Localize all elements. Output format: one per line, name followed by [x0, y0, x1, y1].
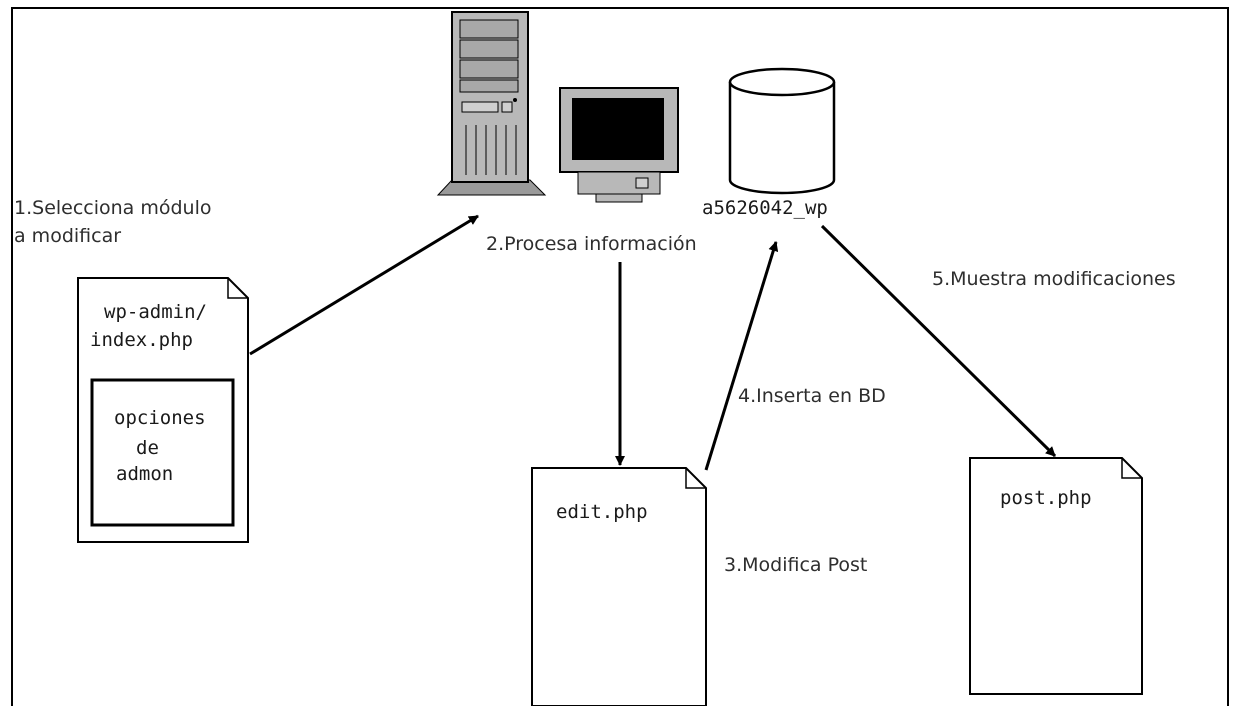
arrow-admin-to-server	[249, 214, 479, 356]
step3-label: 3.Modifica Post	[724, 554, 868, 576]
server-tower-icon	[436, 11, 547, 196]
edit-page-label: edit.php	[556, 501, 648, 523]
arrow-edit-to-database	[704, 241, 779, 471]
admin-options-label-line3: admon	[116, 463, 174, 485]
step1-label-line1: 1.Selecciona módulo	[14, 197, 212, 219]
database-name-label: a5626042_wp	[702, 197, 828, 219]
admin-options-label-line1: opciones	[114, 407, 206, 429]
database-cylinder-icon	[728, 67, 836, 195]
admin-options-label-line2: de	[136, 437, 159, 459]
step4-label: 4.Inserta en BD	[738, 385, 886, 407]
admin-options-box	[90, 378, 235, 527]
step1-label-line2: a modificar	[14, 225, 122, 247]
diagram-frame	[11, 7, 1229, 706]
document-icon	[77, 277, 249, 543]
document-icon	[969, 457, 1143, 695]
step5-label: 5.Muestra modificaciones	[932, 268, 1176, 290]
admin-page-label-line2: index.php	[90, 329, 193, 351]
monitor-icon	[559, 87, 679, 203]
step2-label: 2.Procesa información	[486, 233, 697, 255]
post-page-label: post.php	[1000, 487, 1092, 509]
document-icon	[531, 467, 707, 706]
arrow-database-to-post	[820, 224, 1057, 458]
admin-page-label-line1: wp-admin/	[104, 301, 207, 323]
